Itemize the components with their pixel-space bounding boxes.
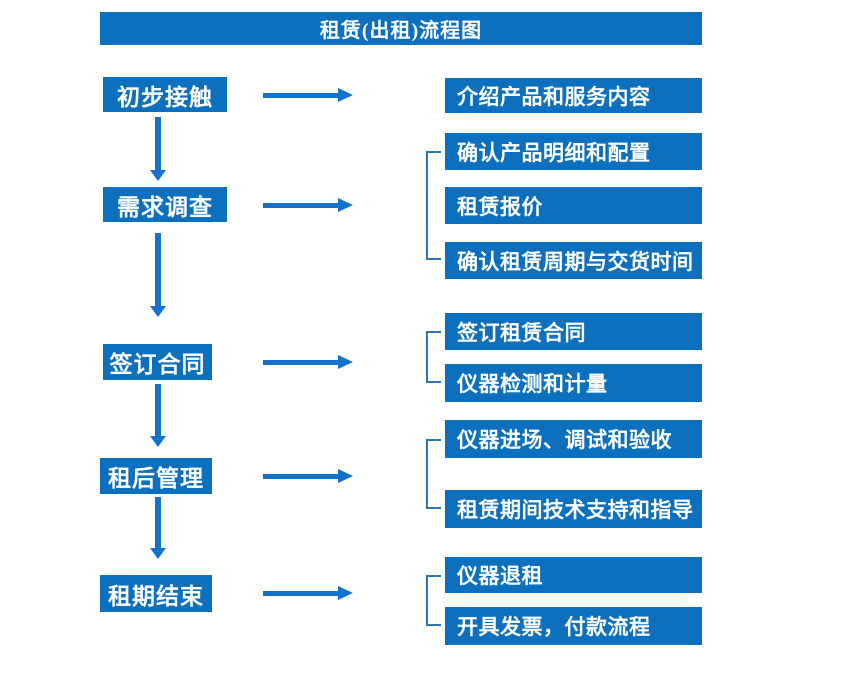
arrow-shaft — [155, 233, 161, 306]
down-arrow-icon — [150, 384, 166, 447]
arrow-head — [150, 436, 166, 447]
step-box-sign-contract: 签订合同 — [103, 344, 212, 380]
arrow-head — [338, 469, 353, 483]
arrow-shaft — [263, 360, 339, 365]
down-arrow-icon — [150, 497, 166, 559]
arrow-head — [338, 198, 353, 212]
arrow-head — [338, 355, 353, 369]
arrow-head — [338, 586, 353, 600]
right-arrow-icon — [263, 469, 353, 483]
group-bracket — [426, 151, 441, 260]
detail-box-instrument-setup-acceptance: 仪器进场、调试和验收 — [445, 420, 702, 458]
detail-box-sign-rental-contract: 签订租赁合同 — [445, 313, 702, 350]
right-arrow-icon — [263, 586, 353, 600]
group-bracket — [426, 439, 441, 509]
arrow-head — [338, 88, 353, 102]
detail-box-technical-support: 租赁期间技术支持和指导 — [445, 490, 702, 528]
page-title: 租赁(出租)流程图 — [319, 20, 483, 42]
flowchart-title-bar: 租赁(出租)流程图 — [100, 12, 702, 45]
arrow-shaft — [155, 117, 161, 170]
right-arrow-icon — [263, 88, 353, 102]
right-arrow-icon — [263, 355, 353, 369]
arrow-head — [150, 306, 166, 317]
arrow-head — [150, 170, 166, 181]
step-box-post-rental-management: 租后管理 — [100, 458, 212, 494]
detail-box-confirm-rental-period: 确认租赁周期与交货时间 — [445, 242, 702, 279]
detail-box-introduce-products: 介绍产品和服务内容 — [445, 78, 702, 113]
down-arrow-icon — [150, 117, 166, 181]
group-bracket — [426, 575, 441, 626]
detail-box-rental-quote: 租赁报价 — [445, 187, 702, 224]
detail-box-invoice-payment: 开具发票，付款流程 — [445, 607, 702, 645]
down-arrow-icon — [150, 233, 166, 317]
detail-box-instrument-inspection: 仪器检测和计量 — [445, 364, 702, 402]
detail-box-instrument-return: 仪器退租 — [445, 557, 702, 593]
arrow-head — [150, 548, 166, 559]
step-box-initial-contact: 初步接触 — [103, 77, 227, 112]
arrow-shaft — [263, 203, 339, 208]
arrow-shaft — [155, 384, 161, 436]
detail-box-confirm-product-details: 确认产品明细和配置 — [445, 133, 702, 170]
arrow-shaft — [263, 591, 339, 596]
arrow-shaft — [155, 497, 161, 548]
step-box-rental-end: 租期结束 — [100, 575, 212, 612]
group-bracket — [426, 331, 441, 383]
arrow-shaft — [263, 93, 339, 98]
arrow-shaft — [263, 474, 339, 479]
step-box-demand-survey: 需求调查 — [103, 187, 227, 222]
right-arrow-icon — [263, 198, 353, 212]
